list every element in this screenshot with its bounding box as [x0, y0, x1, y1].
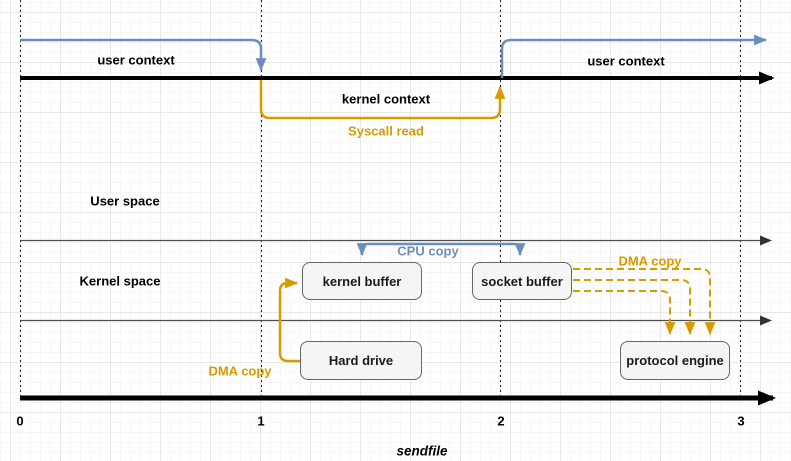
axis-tick-0: 0	[16, 413, 24, 429]
hard-drive-box: Hard drive	[300, 341, 422, 380]
dma-copy-left-label: DMA copy	[208, 363, 272, 379]
dma-copy-right-label: DMA copy	[618, 253, 682, 269]
user-context-left-arrow	[20, 38, 267, 72]
socket-buffer-box: socket buffer	[472, 262, 572, 300]
dma-copy-right-arrow-1	[573, 268, 716, 336]
axis-tick-1: 1	[257, 413, 265, 429]
user-context-right-arrow	[500, 34, 768, 78]
kernel-context-label: kernel context	[341, 91, 431, 107]
user-context-left-label: user context	[97, 52, 175, 68]
syscall-read-label: Syscall read	[348, 123, 424, 139]
user-context-right-label: user context	[587, 53, 665, 69]
kernel-buffer-box: kernel buffer	[302, 262, 422, 300]
cpu-copy-label: CPU copy	[397, 243, 459, 259]
axis-tick-3: 3	[737, 413, 745, 429]
syscall-read-arrow	[259, 80, 506, 120]
dma-copy-right-arrow-3	[573, 290, 676, 336]
kernel-space-label: Kernel space	[79, 273, 161, 289]
axis-tick-2: 2	[497, 413, 505, 429]
axis-title: sendfile	[396, 443, 448, 459]
dma-copy-right-arrow-2	[573, 279, 696, 336]
user-space-label: User space	[90, 193, 160, 209]
dma-copy-left-arrow	[278, 277, 301, 363]
protocol-engine-box: protocol engine	[620, 341, 730, 380]
